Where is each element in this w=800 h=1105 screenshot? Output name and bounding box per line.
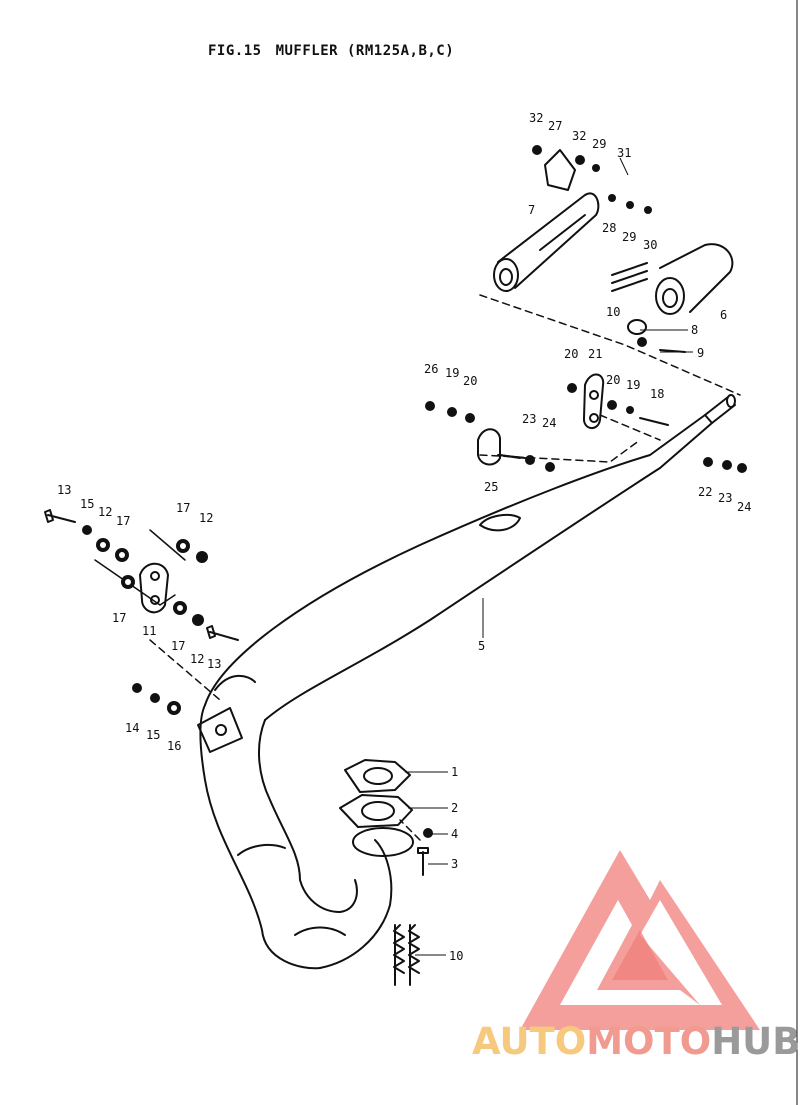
washers-nuts	[82, 145, 747, 838]
bracket-27	[544, 149, 576, 191]
clamp-8	[627, 319, 647, 335]
callout: 5	[478, 639, 485, 653]
callout: 17	[171, 639, 185, 653]
callout: 12	[98, 505, 112, 519]
gasket-1	[344, 759, 411, 793]
leader-lines	[405, 157, 693, 956]
callout: 27	[548, 119, 562, 133]
callout: 10	[606, 305, 620, 319]
callout: 1	[451, 765, 458, 779]
callout: 14	[125, 721, 139, 735]
callout: 12	[199, 511, 213, 525]
callout: 21	[588, 347, 602, 361]
figure-number: FIG.15	[208, 43, 262, 59]
silencer-7	[493, 192, 600, 292]
callout: 13	[207, 657, 221, 671]
bolts	[44, 349, 686, 876]
callout: 18	[650, 387, 664, 401]
callout: 12	[190, 652, 204, 666]
callout: 10	[449, 949, 463, 963]
callout: 20	[564, 347, 578, 361]
callout: 17	[176, 501, 190, 515]
silencer-6	[655, 243, 734, 315]
expansion-chamber	[199, 394, 736, 970]
callout: 3	[451, 857, 458, 871]
callout: 11	[142, 624, 156, 638]
callout: 6	[720, 308, 727, 322]
callout: 25	[484, 480, 498, 494]
mounting-plate	[197, 707, 243, 753]
figure-name: MUFFLER (RM125A,B,C)	[275, 43, 455, 59]
callout: 22	[698, 485, 712, 499]
callout: 26	[424, 362, 438, 376]
bracket-25	[477, 428, 501, 466]
callout: 7	[528, 203, 535, 217]
callout: 2	[451, 801, 458, 815]
callout-labels: 32 27 32 29 31 7 28 29 30 10 6 8 9 20 21…	[57, 111, 751, 963]
callout: 23	[718, 491, 732, 505]
callout: 28	[602, 221, 616, 235]
callout: 19	[445, 366, 459, 380]
callout: 9	[697, 346, 704, 360]
callout: 17	[116, 514, 130, 528]
watermark-moto: MOTO	[586, 1020, 712, 1063]
watermark-auto: AUTO	[472, 1020, 587, 1063]
callout: 15	[80, 497, 94, 511]
callout: 29	[592, 137, 606, 151]
callout: 24	[737, 500, 751, 514]
watermark-hub: HUB	[711, 1020, 800, 1063]
automotohub-watermark: AUTOMOTOHUB	[472, 1020, 800, 1063]
callout: 13	[57, 483, 71, 497]
callout: 4	[451, 827, 458, 841]
figure-title: FIG.15 MUFFLER (RM125A,B,C)	[208, 43, 454, 59]
callout: 24	[542, 416, 556, 430]
callout: 17	[112, 611, 126, 625]
bracket-11	[139, 562, 169, 614]
callout: 16	[167, 739, 181, 753]
automotohub-logo	[520, 850, 760, 1030]
callout: 32	[572, 129, 586, 143]
springs-10	[393, 262, 648, 986]
callout: 20	[606, 373, 620, 387]
gasket-2	[339, 794, 413, 828]
callout: 19	[626, 378, 640, 392]
callout: 31	[617, 146, 631, 160]
callout: 23	[522, 412, 536, 426]
callout: 15	[146, 728, 160, 742]
callout: 30	[643, 238, 657, 252]
callout: 29	[622, 230, 636, 244]
bracket-21	[583, 373, 605, 429]
callout: 8	[691, 323, 698, 337]
callout: 20	[463, 374, 477, 388]
callout: 32	[529, 111, 543, 125]
